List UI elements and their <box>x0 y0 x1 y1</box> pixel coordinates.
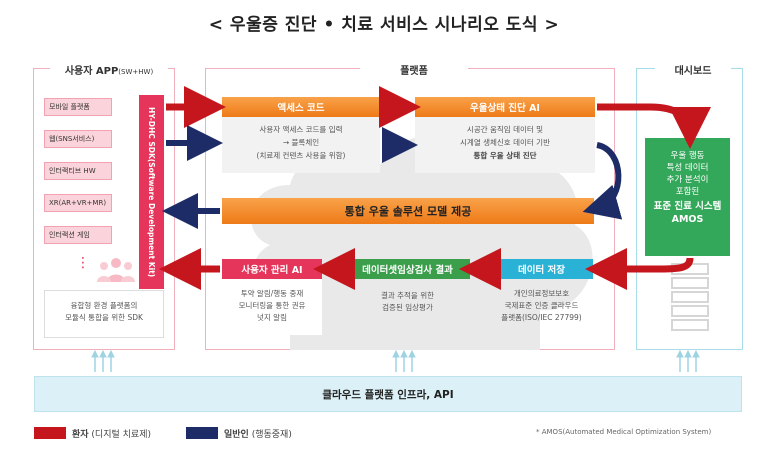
legend-general-swatch <box>186 427 218 439</box>
legend-general-rest: (행동중재) <box>248 430 292 440</box>
platform-title: 플랫폼 <box>400 66 428 77</box>
user-app-suffix: (SW+HW) <box>118 68 154 76</box>
device-item: 웹(SNS서비스) <box>44 130 112 148</box>
sdk-desc-line-1: 융합형 환경 플랫폼의 <box>70 301 138 310</box>
user-mgmt-line-3: 넛지 알림 <box>257 313 287 322</box>
dashboard-box: 우울 행동 특성 데이터 추가 분석이 포함된 표준 진료 시스템 AMOS <box>645 138 730 256</box>
user-app-title: 사용자 APP <box>64 66 119 77</box>
access-code-box <box>222 117 380 173</box>
legend-patient-text: 환자 (디지털 치료제) <box>72 427 151 440</box>
dataset-header: 데이터셋임상검사 결과 <box>345 259 470 279</box>
dashboard-line-1: 우울 행동 <box>670 151 705 161</box>
user-mgmt-header: 사용자 관리 AI <box>222 259 322 279</box>
user-mgmt-line-1: 투약 알림/행동 중재 <box>240 289 304 298</box>
cloud-platform-bar: 클라우드 플랫폼 인프라, API <box>34 376 742 412</box>
user-mgmt-box <box>222 279 322 335</box>
sdk-label: HY-DHC SDK(Software Development Kit) <box>147 106 156 278</box>
dashboard-title: 대시보드 <box>674 66 712 77</box>
access-code-header: 액세스 코드 <box>222 97 380 117</box>
dashboard-line-3: 추가 분석이 <box>666 175 709 185</box>
legend-patient-swatch <box>34 427 66 439</box>
storage-header: 데이터 저장 <box>490 259 593 279</box>
diagnosis-header: 우울상태 진단 AI <box>415 97 595 117</box>
device-item: XR(AR+VR+MR) <box>44 194 112 212</box>
access-code-line-1: 사용자 액세스 코드를 입력 <box>259 125 343 134</box>
user-app-label: 사용자 APP(SW+HW) <box>50 62 168 77</box>
legend-patient-bold: 환자 <box>72 430 89 440</box>
platform-label: 플랫폼 <box>360 62 468 77</box>
integrated-solution-bar: 통합 우울 솔루션 모델 제공 <box>222 198 594 224</box>
dataset-line-1: 결과 추적을 위한 <box>380 291 435 300</box>
amos-footnote: * AMOS(Automated Medical Optimization Sy… <box>536 428 712 436</box>
device-item: 인터랙티브 HW <box>44 162 112 180</box>
people-icon <box>97 258 135 282</box>
storage-line-1: 개인의료정보보호 <box>513 289 570 298</box>
legend-general-text: 일반인 (행동중재) <box>224 427 292 440</box>
dataset-line-2: 검증된 임상평가 <box>382 303 433 312</box>
dashboard-line-2: 특성 데이터 <box>666 163 709 173</box>
dashboard-label: 대시보드 <box>655 62 731 77</box>
server-icon <box>671 263 709 331</box>
diagnosis-line-1: 시공간 움직임 데이터 및 <box>466 125 544 134</box>
access-code-line-3: (치료제 컨텐츠 사용을 위함) <box>256 151 346 160</box>
device-item: 모바일 플랫폼 <box>44 98 112 116</box>
device-more-dots: ⋮ <box>76 255 90 271</box>
access-code-line-2: → 블록체인 <box>282 138 320 147</box>
diagnosis-line-3: 통합 우울 상태 진단 <box>473 151 537 160</box>
legend-patient-rest: (디지털 치료제) <box>88 430 151 440</box>
storage-line-3: 플랫폼(ISO/IEC 27799) <box>501 313 582 322</box>
diagnosis-line-2: 시계열 생체신호 데이터 기반 <box>460 138 550 147</box>
user-mgmt-line-2: 모니터링을 통한 권유 <box>238 301 306 310</box>
device-item: 인터랙션 게임 <box>44 226 112 244</box>
dashboard-line-4: 포함된 <box>675 187 700 197</box>
legend-general-bold: 일반인 <box>224 430 249 440</box>
dashboard-bold-2: AMOS <box>671 214 704 225</box>
cloud-shape <box>251 135 593 350</box>
diagnosis-box <box>415 117 595 173</box>
sdk-desc-line-2: 모듈식 통합을 위한 SDK <box>65 313 143 322</box>
storage-line-2: 국제표준 인증 클라우드 <box>504 301 579 310</box>
dashboard-bold-1: 표준 진료 시스템 <box>653 201 722 212</box>
sdk-desc-box <box>44 290 164 338</box>
page-title: < 우울증 진단 • 치료 서비스 시나리오 도식 > <box>208 15 560 35</box>
